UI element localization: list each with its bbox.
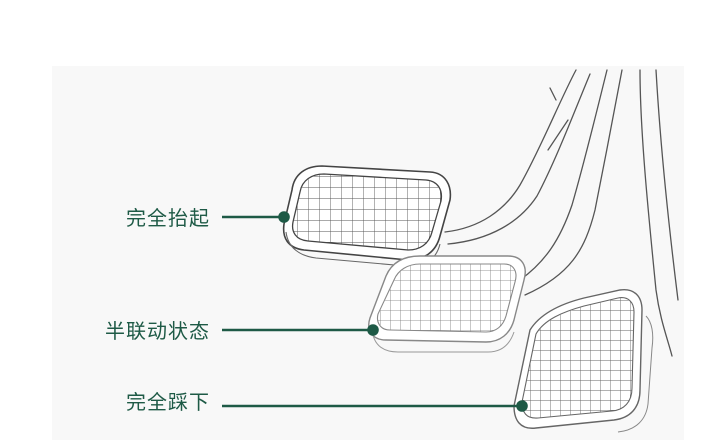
leader-lines bbox=[222, 211, 528, 412]
pedal-half-engaged bbox=[368, 255, 526, 353]
leader-dot-half bbox=[367, 324, 379, 336]
pedal-arm bbox=[444, 69, 679, 357]
pedal-fully-released bbox=[282, 165, 452, 267]
label-fully-released: 完全抬起 bbox=[126, 206, 210, 230]
pedal-fully-pressed bbox=[513, 289, 654, 433]
leader-dot-released bbox=[278, 211, 290, 223]
leader-dot-pressed bbox=[516, 400, 528, 412]
label-fully-pressed: 完全踩下 bbox=[126, 390, 210, 414]
label-half-engaged: 半联动状态 bbox=[105, 319, 210, 343]
